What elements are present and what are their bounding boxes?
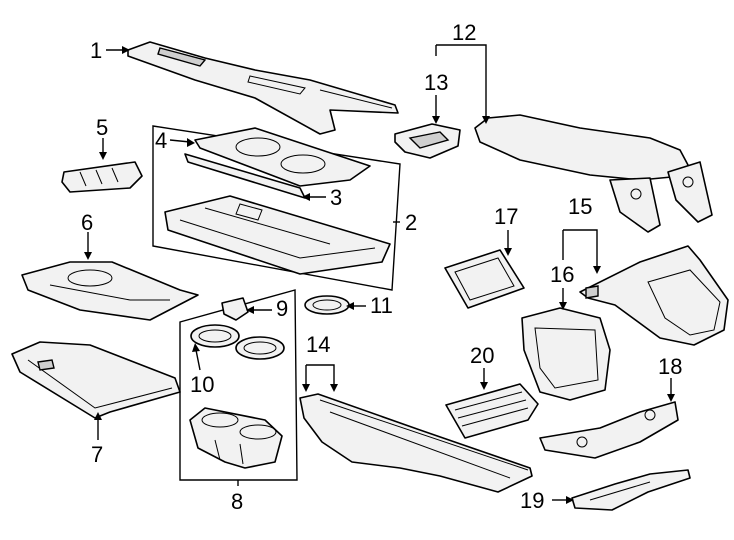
part-1-trim-strip [127, 41, 399, 135]
callout-6: 6 [81, 210, 93, 235]
callout-20: 20 [470, 343, 494, 368]
callout-4: 4 [155, 128, 167, 153]
part-11-washer [304, 295, 350, 315]
part-8-group-box [179, 289, 298, 486]
callout-13: 13 [424, 70, 448, 95]
part-2-base-tray [164, 195, 391, 275]
callout-18: 18 [658, 354, 682, 379]
callout-16: 16 [550, 262, 574, 287]
part-16-frame [521, 307, 611, 401]
callout-12: 12 [452, 20, 476, 45]
part-15-console-cover [579, 245, 729, 346]
callout-1: 1 [90, 38, 102, 63]
part-14-side-panel [299, 393, 533, 493]
callout-labels: 1 2 3 4 5 6 7 8 9 10 11 12 13 14 15 16 1… [81, 20, 682, 514]
callout-5: 5 [96, 115, 108, 140]
leader-lines [84, 44, 675, 504]
callout-14: 14 [306, 332, 330, 357]
part-8-cupholder [189, 407, 283, 469]
part-5-bracket [61, 161, 143, 193]
part-17-display [444, 249, 525, 309]
part-19-bracket [571, 469, 691, 511]
part-18-bracket [539, 401, 679, 459]
part-10-ring [190, 324, 285, 360]
part-4-top-plate [194, 127, 371, 187]
callout-8: 8 [231, 489, 243, 514]
callout-9: 9 [276, 296, 288, 321]
callout-19: 19 [520, 488, 544, 513]
part-12-armrest [474, 114, 713, 233]
part-13-latch [394, 123, 461, 159]
callout-17: 17 [494, 204, 518, 229]
callout-11: 11 [370, 293, 393, 318]
callout-2: 2 [405, 210, 417, 235]
callout-10: 10 [190, 372, 214, 397]
callout-15: 15 [568, 194, 592, 219]
part-6-console-base [21, 261, 199, 321]
part-9-clip [221, 297, 249, 321]
part-7-storage-bin [11, 341, 181, 419]
part-20-vent [445, 383, 539, 439]
callout-7: 7 [91, 442, 103, 467]
callout-3: 3 [330, 185, 342, 210]
